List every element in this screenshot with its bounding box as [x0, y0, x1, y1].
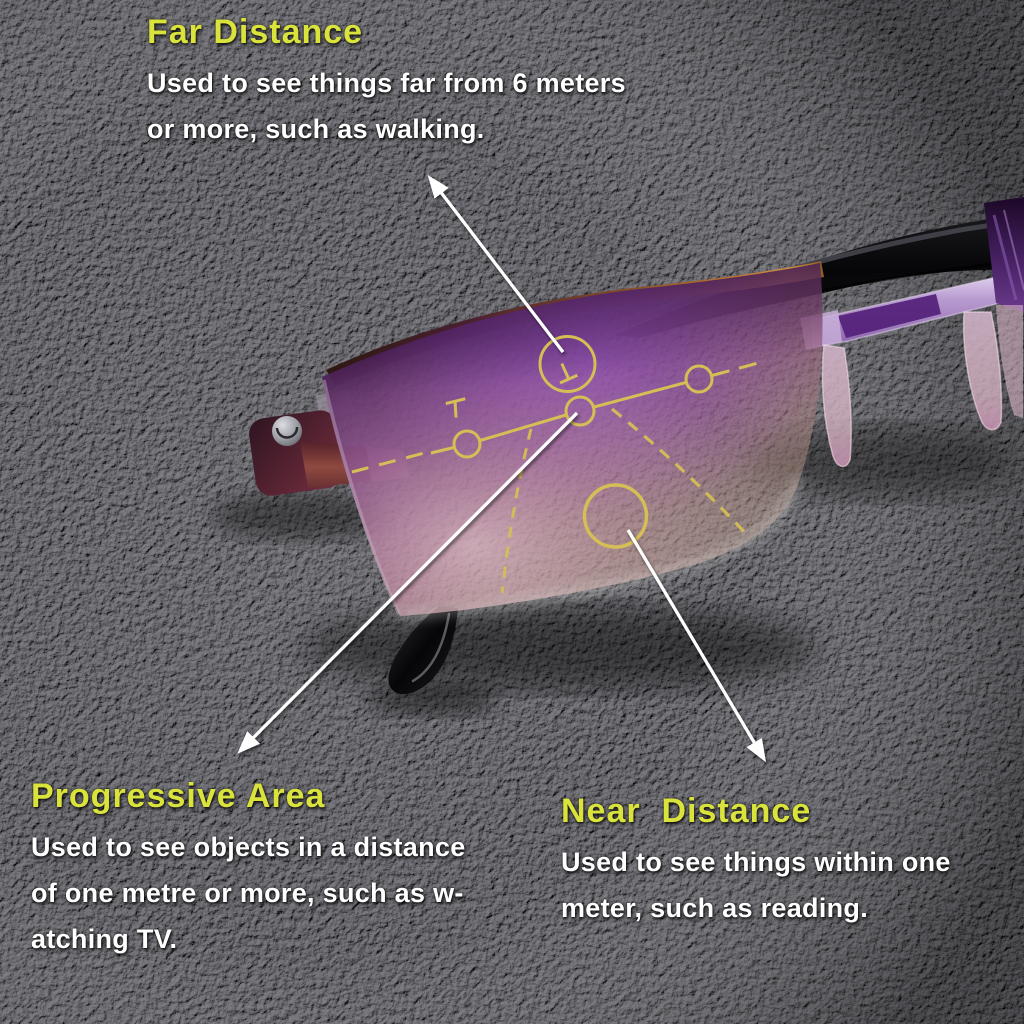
progressive-area-line-2: of one metre or more, such as w- [31, 878, 464, 908]
hinge-screw [272, 416, 302, 446]
bridge-core [838, 294, 941, 338]
right-lens-edge [984, 197, 1024, 418]
arrow-to-progressive-area [237, 411, 579, 754]
lens [322, 263, 823, 618]
near-zone-circle [582, 483, 649, 549]
near-distance-title: Near Distance [561, 792, 812, 830]
annotation-progressive-area: Progressive Area Used to see objects in … [31, 776, 466, 962]
reference-line-right-dashes [711, 361, 759, 377]
lens-engravings [351, 335, 759, 594]
far-distance-line-1: Used to see things far from 6 meters [147, 68, 626, 98]
fitting-mark-left [445, 397, 466, 418]
power-circle-right [684, 364, 714, 394]
progressive-corridor-dash-left [500, 428, 533, 594]
lens-bottom-rim [397, 476, 803, 618]
reference-line-left-dashes [351, 450, 429, 474]
lens-left-rim [322, 379, 401, 615]
callout-arrows [237, 174, 766, 763]
annotation-near-distance: Near Distance Used to see things within … [561, 791, 951, 931]
progressive-area-line-3: atching TV. [31, 924, 178, 954]
power-circle-center [564, 395, 596, 427]
power-circle-left [452, 429, 482, 459]
far-zone-circle [538, 335, 597, 393]
progressive-area-title: Progressive Area [31, 777, 326, 815]
folded-temple-tip [388, 606, 458, 695]
near-distance-line-1: Used to see things within one [561, 847, 951, 877]
nose-pad-left [821, 344, 852, 468]
annotation-far-distance: Far Distance Used to see things far from… [147, 12, 626, 152]
far-distance-line-2: or more, such as walking. [147, 114, 485, 144]
near-distance-line-2: meter, such as reading. [561, 893, 869, 923]
progressive-corridor-dash-right [610, 407, 750, 538]
fitting-mark-center [559, 362, 578, 385]
far-distance-title: Far Distance [147, 13, 364, 51]
arrow-to-near-zone [626, 529, 766, 763]
arrow-to-far-zone [427, 174, 565, 353]
progressive-area-line-1: Used to see objects in a distance [31, 832, 466, 862]
nose-pad-right [962, 311, 1003, 431]
